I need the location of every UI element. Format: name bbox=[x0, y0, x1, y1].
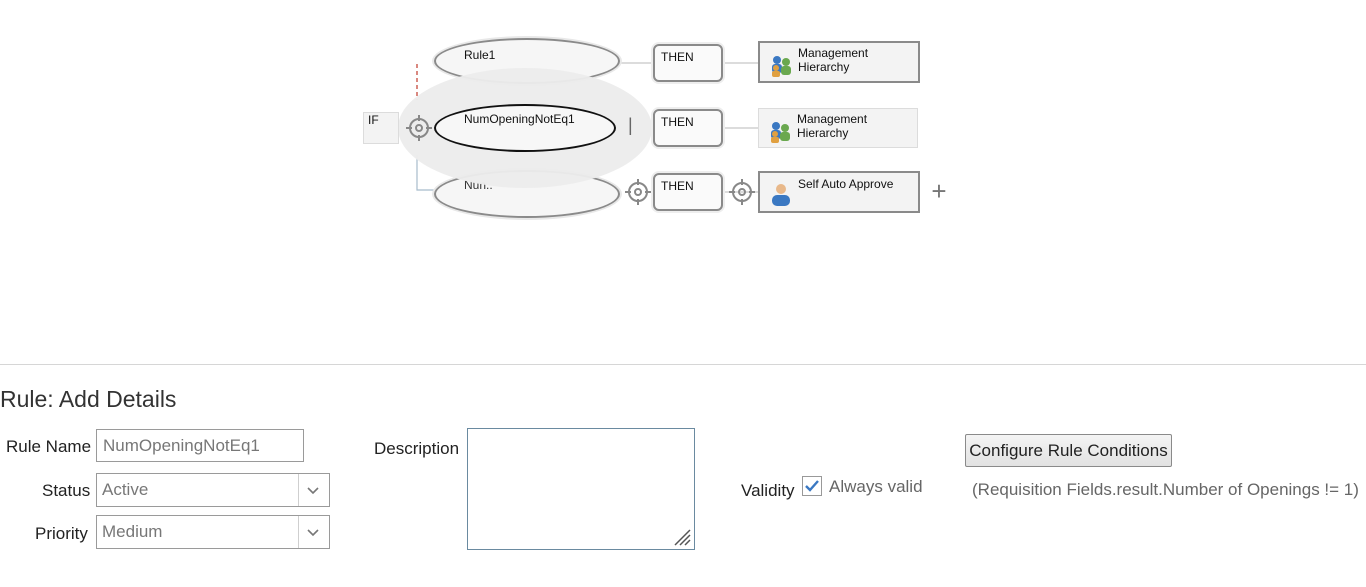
priority-select[interactable]: Medium bbox=[96, 515, 330, 549]
if-label: IF bbox=[368, 113, 379, 127]
validity-label: Validity bbox=[741, 481, 795, 500]
people-group-icon bbox=[771, 122, 790, 143]
user-icon bbox=[772, 184, 790, 206]
details-title: Rule: Add Details bbox=[0, 386, 177, 412]
drag-handle[interactable]: | bbox=[628, 115, 633, 135]
rule-node-label: Rule1 bbox=[464, 48, 496, 62]
configure-rule-conditions-button[interactable]: Configure Rule Conditions bbox=[965, 434, 1172, 467]
condition-summary: (Requisition Fields.result.Number of Ope… bbox=[972, 480, 1359, 499]
description-label: Description bbox=[374, 439, 460, 458]
rule-name-input[interactable] bbox=[96, 429, 304, 462]
action-node-self-auto-approve[interactable]: Self Auto Approve bbox=[758, 171, 920, 213]
select-separator bbox=[298, 516, 299, 548]
checkmark-icon bbox=[805, 480, 819, 492]
always-valid-checkbox[interactable] bbox=[802, 476, 822, 496]
then-label: THEN bbox=[661, 179, 694, 193]
status-value: Active bbox=[102, 480, 149, 499]
always-valid-label: Always valid bbox=[829, 477, 923, 496]
then-node[interactable]: THEN bbox=[653, 173, 723, 211]
then-label: THEN bbox=[661, 50, 694, 64]
select-separator bbox=[298, 474, 299, 506]
chevron-down-icon bbox=[307, 529, 319, 537]
section-divider bbox=[0, 364, 1366, 365]
crosshair-icon[interactable] bbox=[405, 114, 433, 142]
if-node[interactable]: IF bbox=[363, 112, 399, 144]
then-label: THEN bbox=[661, 115, 694, 129]
rule-node-selected[interactable] bbox=[434, 104, 616, 152]
crosshair-icon[interactable] bbox=[728, 178, 756, 206]
crosshair-icon[interactable] bbox=[624, 178, 652, 206]
action-label: Self Auto Approve bbox=[798, 177, 894, 191]
status-label: Status bbox=[42, 481, 91, 500]
add-action-button[interactable]: + bbox=[931, 176, 947, 206]
status-select[interactable]: Active bbox=[96, 473, 330, 507]
rule-name-label: Rule Name bbox=[6, 437, 92, 456]
priority-label: Priority bbox=[35, 524, 88, 543]
rule-flow-canvas: Rule1 Nun.. NumOpeningNotEq1 | IF THEN T… bbox=[363, 38, 947, 218]
priority-value: Medium bbox=[102, 522, 163, 541]
resize-grip-icon[interactable] bbox=[671, 526, 691, 546]
chevron-down-icon bbox=[307, 487, 319, 495]
then-node[interactable]: THEN bbox=[653, 109, 723, 147]
description-textarea[interactable] bbox=[467, 428, 695, 550]
people-group-icon bbox=[772, 56, 791, 77]
then-node[interactable]: THEN bbox=[653, 44, 723, 82]
rule-node-label: NumOpeningNotEq1 bbox=[464, 112, 575, 126]
